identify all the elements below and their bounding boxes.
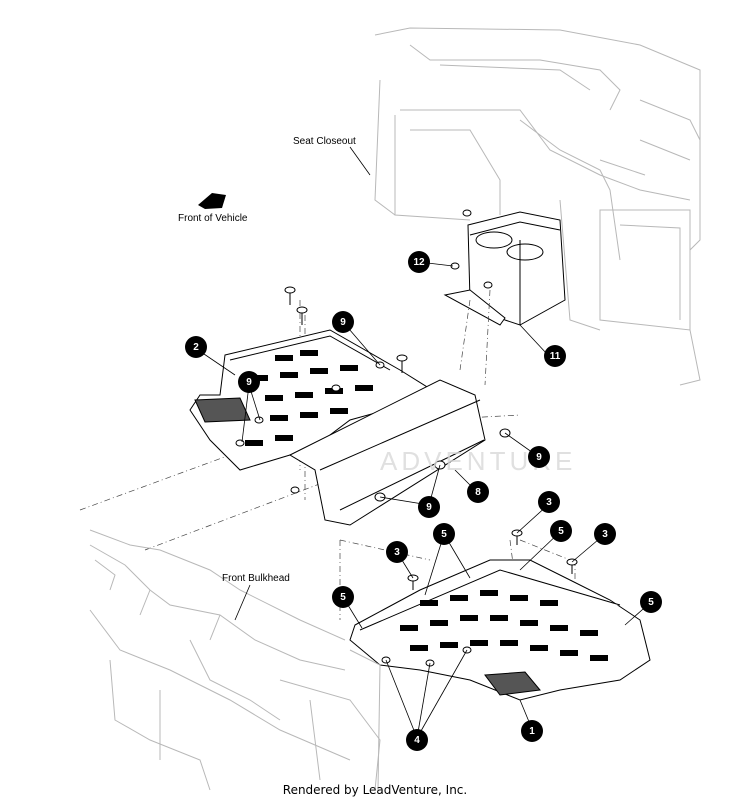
callout-part-9-top[interactable]: 9 [332, 311, 354, 333]
callout-part-1[interactable]: 1 [521, 720, 543, 742]
floor-panel-1-treads [400, 590, 608, 661]
callout-part-12[interactable]: 12 [408, 251, 430, 273]
seat-body-ghost [374, 27, 701, 386]
callout-part-3-far-right[interactable]: 3 [594, 523, 616, 545]
console-cover-8 [288, 379, 486, 526]
floor-panel-1 [349, 559, 651, 701]
callout-part-8[interactable]: 8 [467, 481, 489, 503]
callout-part-5-far-right[interactable]: 5 [640, 591, 662, 613]
front-bulkhead-ghost [89, 529, 381, 791]
front-of-vehicle-label: Front of Vehicle [178, 213, 248, 224]
callout-part-9-center[interactable]: 9 [418, 496, 440, 518]
callout-part-5-right[interactable]: 5 [550, 520, 572, 542]
callout-part-5-left[interactable]: 5 [332, 586, 354, 608]
callout-part-3-left[interactable]: 3 [386, 541, 408, 563]
front-direction-arrow-icon [198, 193, 226, 209]
callout-part-9-right[interactable]: 9 [528, 446, 550, 468]
callout-part-4[interactable]: 4 [406, 729, 428, 751]
footer-credit: Rendered by LeadVenture, Inc. [282, 783, 468, 797]
seat-closeout-leader [349, 146, 371, 176]
seat-closeout-label: Seat Closeout [293, 136, 356, 147]
cup-holder-part [443, 211, 566, 326]
callout-part-9-left[interactable]: 9 [238, 371, 260, 393]
callout-part-3-right[interactable]: 3 [538, 491, 560, 513]
callout-part-11[interactable]: 11 [544, 345, 566, 367]
front-bulkhead-leader [234, 584, 251, 621]
front-bulkhead-label: Front Bulkhead [222, 573, 290, 584]
callout-part-2[interactable]: 2 [185, 336, 207, 358]
callout-part-5-top[interactable]: 5 [433, 523, 455, 545]
